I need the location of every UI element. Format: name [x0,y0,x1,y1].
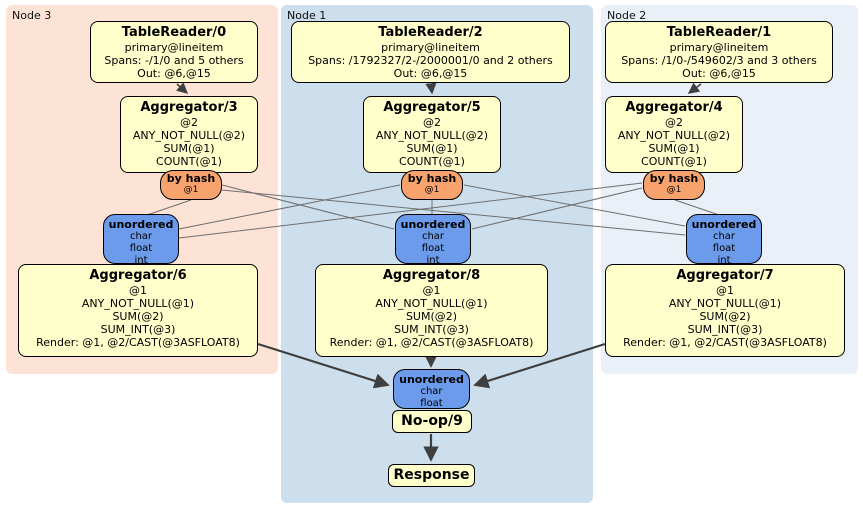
sync-type: float [129,243,153,254]
processor-detail: SUM(@1) [163,142,215,155]
processor-detail: primary@lineitem [124,41,224,54]
processor-aggregator-5: Aggregator/5 @2 ANY_NOT_NULL(@2) SUM(@1)… [363,96,501,173]
edge-hash3-un2 [221,189,686,236]
sync-type: char [712,231,736,242]
sync-label: unordered [399,373,464,386]
region-node3-label: Node 3 [12,9,52,22]
processor-tablereader-0: TableReader/0 primary@lineitem Spans: -/… [90,21,258,83]
processor-title: Aggregator/3 [140,100,238,115]
processor-detail: @1 [716,284,734,297]
processor-aggregator-7: Aggregator/7 @1 ANY_NOT_NULL(@1) SUM(@2)… [605,264,845,357]
processor-detail: Spans: /1792327/2-/2000001/0 and 2 other… [308,54,553,67]
router-columns: @1 [424,185,440,195]
sync-label: unordered [108,218,174,231]
sync-type: int [134,255,148,266]
processor-aggregator-3: Aggregator/3 @2 ANY_NOT_NULL(@2) SUM(@1)… [120,96,258,173]
processor-detail: Out: @6,@15 [137,67,211,80]
processor-detail: primary@lineitem [669,41,769,54]
sync-type: float [420,398,443,409]
edge-hash5-un2 [463,184,686,227]
processor-detail: @2 [665,116,683,129]
edge-tr1-agg4 [687,82,702,94]
processor-title: TableReader/0 [121,25,227,40]
processor-title: Aggregator/4 [625,100,723,115]
processor-aggregator-4: Aggregator/4 @2 ANY_NOT_NULL(@2) SUM(@1)… [605,96,743,173]
router-columns: @1 [183,185,199,195]
processor-tablereader-2: TableReader/2 primary@lineitem Spans: /1… [291,21,570,83]
router-by-hash-node1: by hash @1 [401,170,463,200]
sync-unordered-node1: unordered char float int [395,214,471,266]
sync-type: float [421,243,445,254]
processor-detail: ANY_NOT_NULL(@2) [132,129,246,142]
sync-type: char [421,231,445,242]
sync-unordered-final: unordered char float [393,369,470,409]
processor-detail: COUNT(@1) [641,155,707,168]
processor-detail: SUM(@1) [406,142,458,155]
router-label: by hash [649,172,699,185]
processor-aggregator-8: Aggregator/8 @1 ANY_NOT_NULL(@1) SUM(@2)… [315,264,548,357]
processor-detail: COUNT(@1) [156,155,222,168]
processor-detail: Render: @1, @2/CAST(@3ASFLOAT8) [36,336,240,349]
processor-detail: SUM_INT(@3) [100,323,176,336]
edge-agg6-unfinal [257,342,390,389]
edge-tr2-agg5 [425,82,437,95]
sync-type: char [129,231,153,242]
processor-detail: Render: @1, @2/CAST(@3ASFLOAT8) [329,336,534,349]
processor-aggregator-6: Aggregator/6 @1 ANY_NOT_NULL(@1) SUM(@2)… [18,264,258,357]
processor-tablereader-1: TableReader/1 primary@lineitem Spans: /1… [605,21,833,83]
processor-noop-9: No-op/9 [392,410,472,433]
processor-detail: @1 [422,284,441,297]
processor-title: TableReader/1 [666,25,772,40]
processor-detail: @2 [423,116,441,129]
processor-title: Aggregator/5 [383,100,481,115]
edge-hash5-un3 [178,184,401,230]
processor-title: Aggregator/6 [89,268,187,283]
processor-detail: SUM(@1) [648,142,700,155]
router-label: by hash [407,172,457,185]
processor-detail: Out: @6,@15 [393,67,468,80]
response-node: Response [388,464,475,487]
sync-label: unordered [691,218,757,231]
processor-detail: ANY_NOT_NULL(@2) [617,129,731,142]
region-node2-label: Node 2 [607,9,647,22]
processor-detail: SUM(@2) [405,310,458,323]
processor-detail: Render: @1, @2/CAST(@3ASFLOAT8) [623,336,827,349]
processor-detail: ANY_NOT_NULL(@2) [375,129,489,142]
edge-hash4-un1 [471,187,643,230]
edge-hash3-un3 [146,199,192,216]
processor-detail: SUM_INT(@3) [687,323,763,336]
router-by-hash-node3: by hash @1 [160,170,222,200]
processor-detail: Spans: /1/0-/549602/3 and 3 others [621,54,817,67]
processor-detail: ANY_NOT_NULL(@1) [81,297,195,310]
processor-title: TableReader/2 [378,25,483,40]
sync-type: char [420,386,443,397]
processor-detail: SUM_INT(@3) [394,323,469,336]
processor-detail: ANY_NOT_NULL(@1) [668,297,782,310]
sync-type: int [717,255,731,266]
processor-title: Aggregator/7 [676,268,774,283]
router-label: by hash [166,172,216,185]
processor-detail: primary@lineitem [381,41,480,54]
edge-tr0-agg3 [175,82,189,94]
router-by-hash-node2: by hash @1 [643,170,705,200]
processor-detail: Out: @6,@15 [682,67,756,80]
edge-hash4-un3 [178,182,643,239]
sync-unordered-node2: unordered char float int [686,214,762,266]
processor-detail: SUM(@2) [112,310,164,323]
sync-type: int [426,255,440,266]
sync-label: unordered [400,218,466,231]
region-node1-label: Node 1 [287,9,327,22]
processor-title: Aggregator/8 [382,268,481,283]
processor-detail: @1 [129,284,147,297]
sync-unordered-node3: unordered char float int [103,214,179,266]
processor-detail: ANY_NOT_NULL(@1) [375,297,488,310]
edge-agg7-unfinal [473,342,606,389]
processor-detail: Spans: -/1/0 and 5 others [104,54,244,67]
edge-hash4-un2 [674,199,720,216]
processor-detail: @2 [180,116,198,129]
sync-type: float [712,243,736,254]
processor-detail: SUM(@2) [699,310,751,323]
processor-detail: COUNT(@1) [399,155,465,168]
router-columns: @1 [666,185,682,195]
